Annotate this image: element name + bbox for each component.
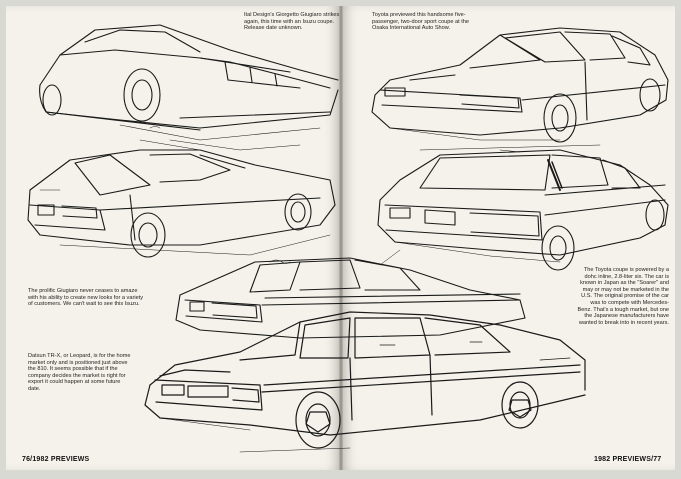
datsun-leopard-sketch [144,311,586,449]
page-gutter [339,6,343,470]
isuzu-hatch-sketch [27,149,336,264]
datsun-trx-middle-sketch [175,257,526,339]
toyota-coupe-sketch [371,27,669,143]
caption-toyota-soarer: The Toyota coupe is powered by a dohc in… [577,267,669,326]
caption-datsun: Datsun TR-X, or Leopard, is for the home… [28,353,131,392]
folio-left: 76/1982 PREVIEWS [22,456,90,463]
shading-strokes [169,139,601,453]
folio-right: 1982 PREVIEWS/77 [594,456,662,463]
isuzu-coupe-sketch [39,24,339,151]
caption-isuzu-coupe: Ital Design's Giorgetto Giugiaro strikes… [244,12,340,32]
caption-toyota-coupe: Toyota previewed this handsome five-pass… [372,12,470,32]
toyota-soarer-sketch [377,149,669,271]
left-page [6,6,341,470]
caption-isuzu-hatch: The prolific Giugiaro never ceases to am… [28,288,144,308]
